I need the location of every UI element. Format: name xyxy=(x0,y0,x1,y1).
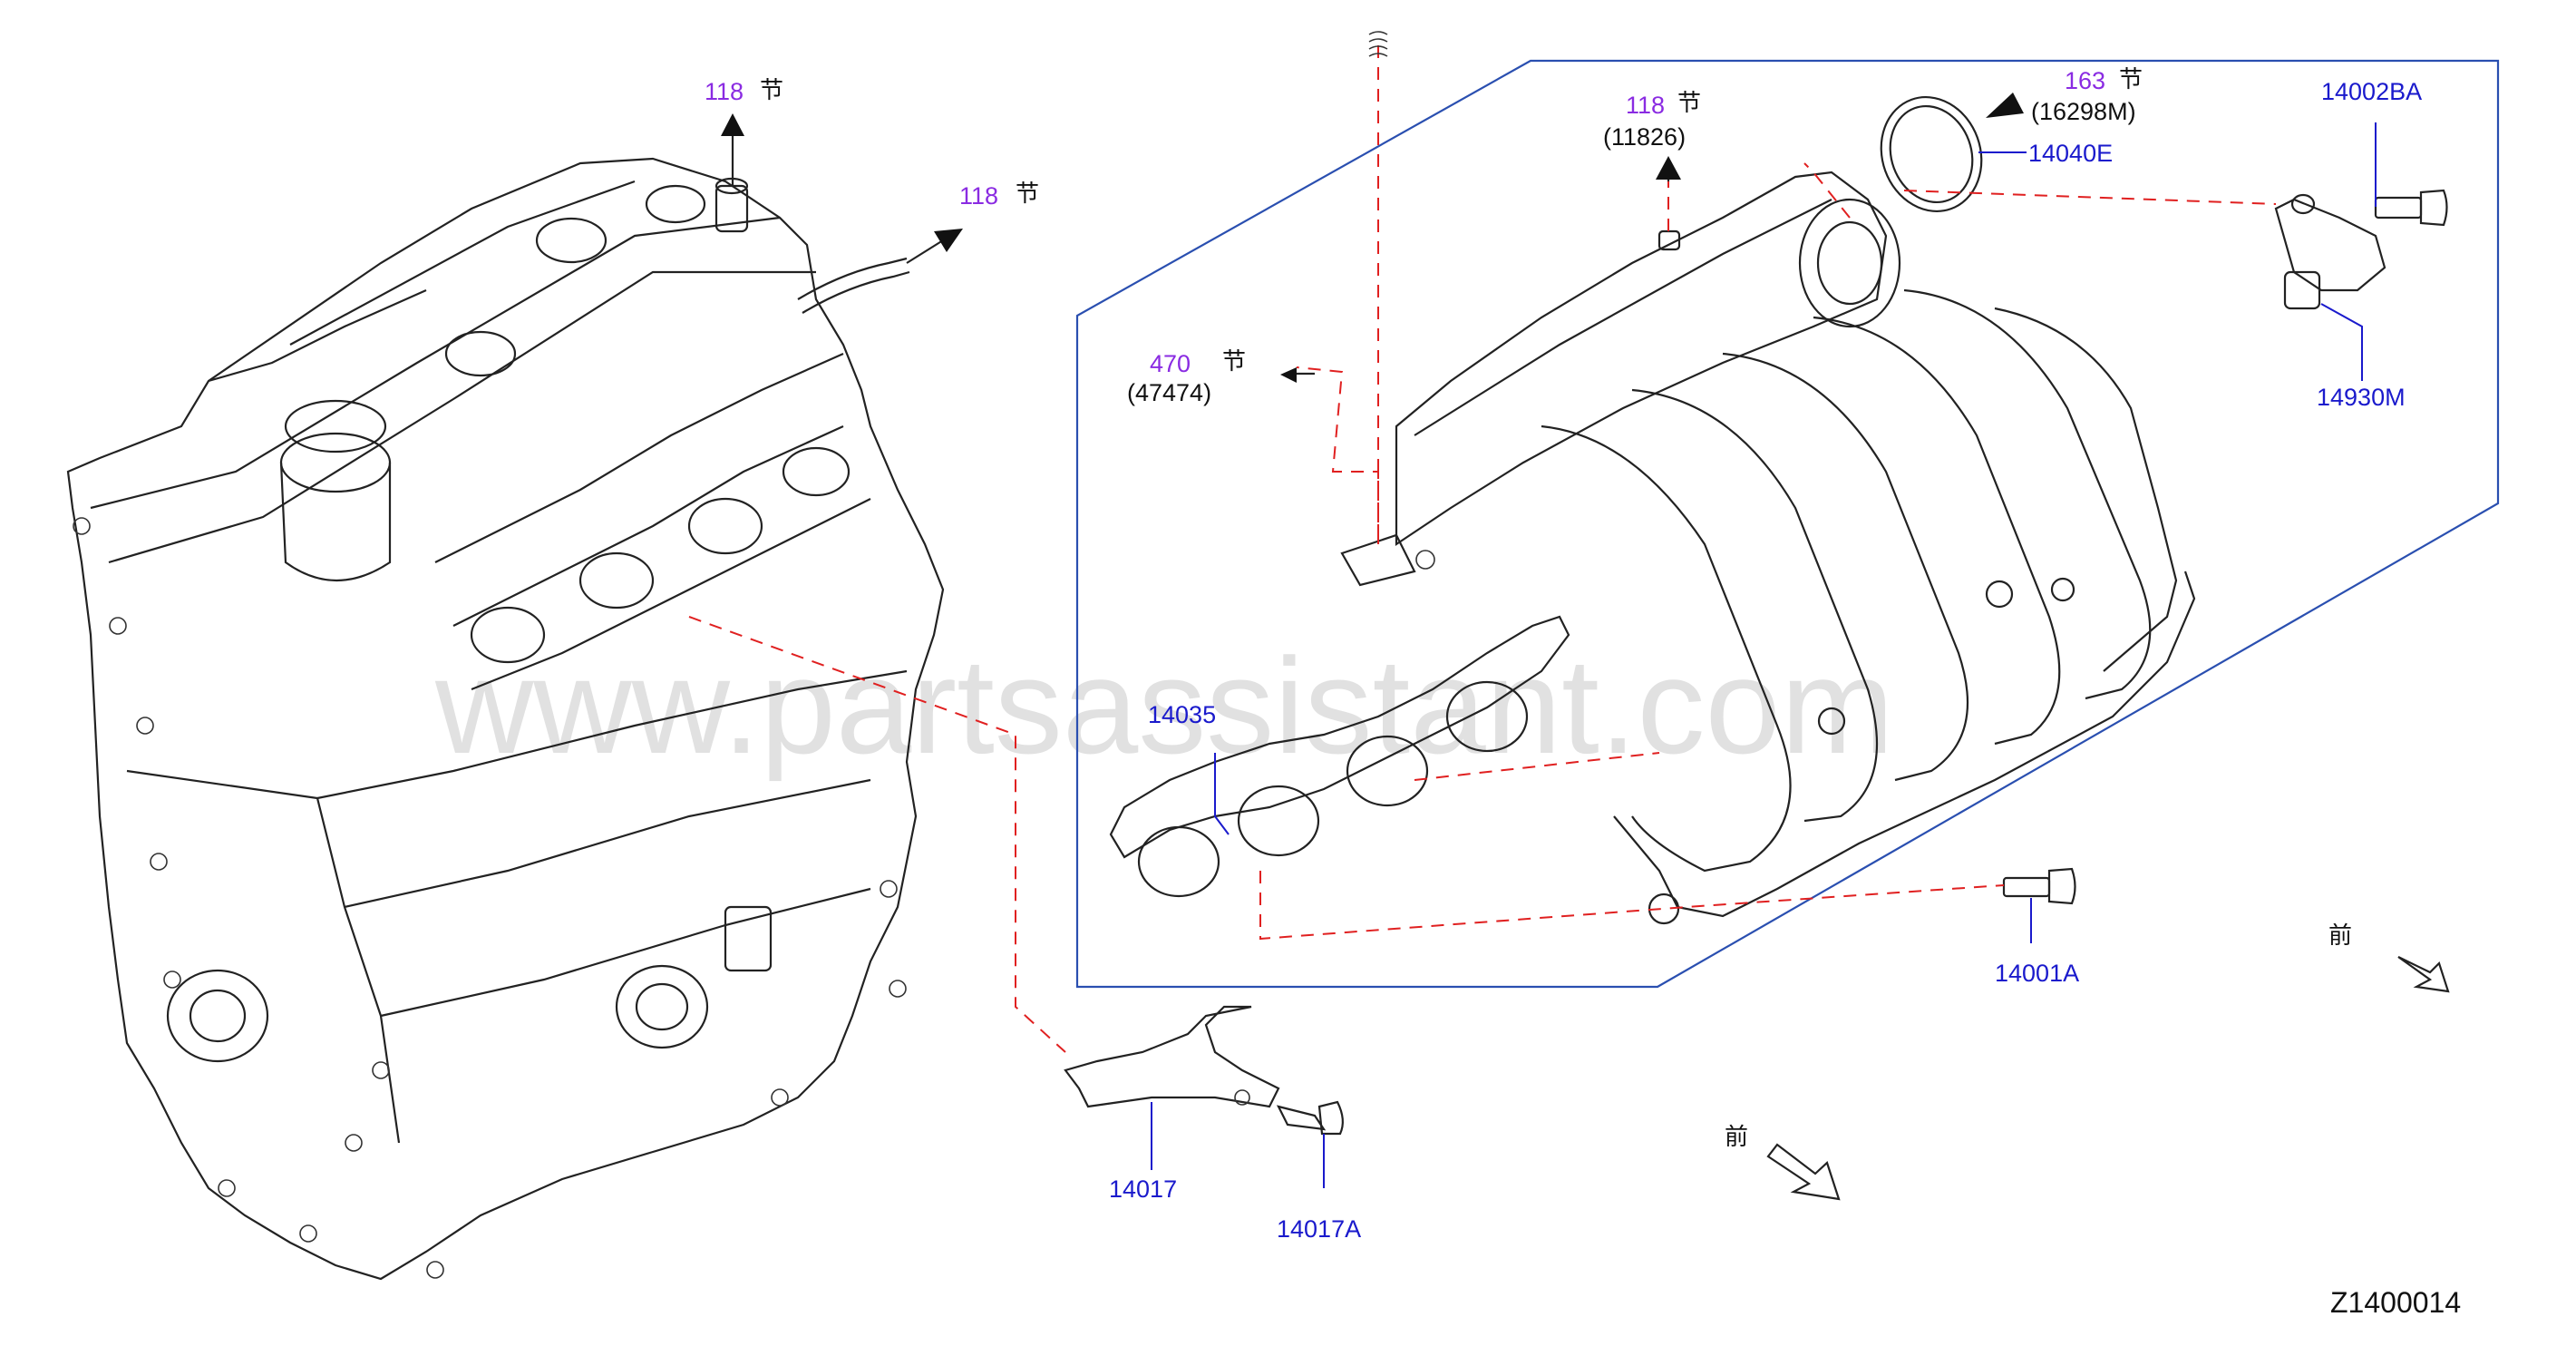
part-label-14040E[interactable]: 14040E xyxy=(2028,140,2113,167)
break-mark xyxy=(1368,31,1388,57)
front-arrow-bottom xyxy=(1766,1143,1841,1201)
ref-118-manifold-part: (11826) xyxy=(1603,123,1686,151)
bolt-14001A xyxy=(2002,867,2076,905)
bracket-14017 xyxy=(1064,1005,1280,1108)
diagram-code: Z1400014 xyxy=(2330,1286,2461,1319)
part-label-14002BA[interactable]: 14002BA xyxy=(2321,78,2422,105)
arrow-throttle xyxy=(1986,93,2024,118)
ref-118-top-number[interactable]: 118 xyxy=(705,78,744,105)
assembly-frame xyxy=(1075,59,2500,989)
o-ring-14040E xyxy=(1880,95,1983,213)
engine-block-illustration xyxy=(66,157,945,1281)
part-label-14930M[interactable]: 14930M xyxy=(2317,384,2406,411)
ref-118-manifold-number[interactable]: 118 xyxy=(1626,92,1665,119)
arrow-470 xyxy=(1280,367,1315,383)
front-label-bottom: 前 xyxy=(1725,1124,1748,1151)
ref-163-part: (16298M) xyxy=(2031,98,2136,125)
part-label-14017[interactable]: 14017 xyxy=(1109,1175,1177,1203)
ref-470-number[interactable]: 470 xyxy=(1150,350,1191,377)
front-label-right: 前 xyxy=(2328,922,2352,950)
part-leaders xyxy=(1151,122,2377,1188)
arrow-hose-engine xyxy=(906,229,963,264)
ref-470-suffix: 节 xyxy=(1222,348,1246,376)
ref-163-number[interactable]: 163 xyxy=(2065,67,2105,94)
intake-manifold-illustration xyxy=(1340,171,2196,925)
gasket-14035 xyxy=(1109,615,1570,898)
ref-470-part: (47474) xyxy=(1127,379,1211,406)
bolt-14017A xyxy=(1276,1100,1344,1136)
bolt-14002BA xyxy=(2374,189,2448,227)
arrow-up-manifold xyxy=(1656,156,1681,181)
part-label-14017A[interactable]: 14017A xyxy=(1277,1215,1361,1243)
front-arrow-right xyxy=(2397,956,2450,993)
solenoid-14930M xyxy=(2274,193,2386,310)
arrow-up-engine xyxy=(721,113,744,186)
dashed-leaders xyxy=(688,45,2277,1053)
ref-118-manifold-suffix: 节 xyxy=(1677,90,1701,117)
ref-118-hose-suffix: 节 xyxy=(1016,180,1039,208)
ref-118-top-suffix: 节 xyxy=(760,77,783,104)
watermark: www.partsassistant.com xyxy=(434,629,1894,782)
part-label-14035[interactable]: 14035 xyxy=(1148,701,1216,728)
ref-163-suffix: 节 xyxy=(2119,66,2143,93)
ref-118-hose-number[interactable]: 118 xyxy=(959,182,998,210)
part-label-14001A[interactable]: 14001A xyxy=(1995,960,2079,987)
